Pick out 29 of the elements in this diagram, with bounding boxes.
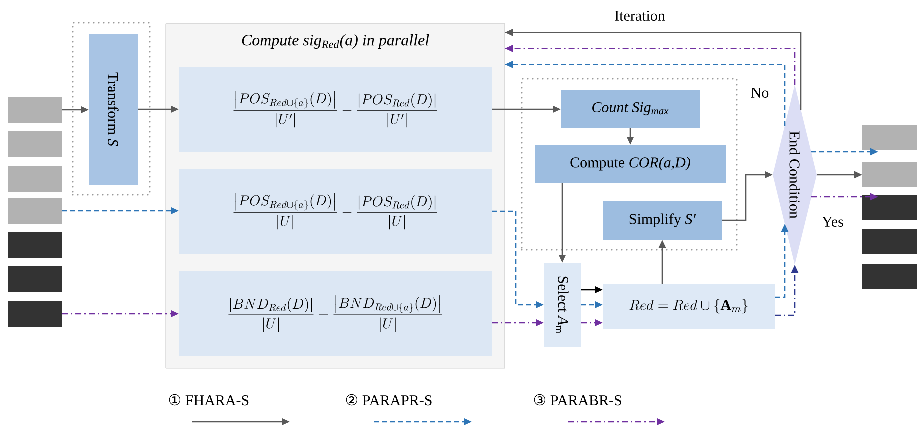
formula-box: $\frac{\left|POS_{Red\cup\{a\}}(D)\right|}{\left|U\right|}-\frac{\left|POS_{Red}(D)\right|}{\left|U\right|}$: [179, 169, 492, 254]
data-bar: [8, 266, 62, 292]
data-bar: [862, 126, 918, 150]
data-bar: [8, 166, 62, 192]
data-bar: [862, 264, 918, 290]
dotted-frame: [521, 78, 738, 251]
data-bar: [8, 198, 62, 224]
formula-box: $\frac{\left|BND_{Red}(D)\right|}{\left|U\right|}-\frac{\left|BND_{Red\cup\{a\}}(D)\right|}{\left|U\right|}$: [179, 272, 492, 356]
edge-label: Iteration: [614, 10, 666, 22]
legend-label: ③ PARABR-S: [534, 394, 622, 406]
process-box: Count Sig$_{max}$: [561, 90, 700, 128]
dotted-frame: [72, 22, 151, 196]
data-bar: [862, 196, 918, 220]
data-bar: [862, 162, 918, 188]
branch-label: Yes: [822, 217, 844, 227]
data-bar: [8, 97, 62, 123]
data-bar: [862, 230, 918, 254]
data-bar: [8, 232, 62, 258]
process-box: Simplify S': [603, 201, 722, 240]
data-bar: [8, 131, 62, 157]
legend-label: ② PARAPR-S: [346, 394, 432, 406]
process-box: Transform S: [89, 34, 138, 185]
process-box: Compute COR(a,D): [535, 145, 726, 183]
legend-label: ① FHARA-S: [169, 394, 249, 406]
formula-box: $\frac{\left|POS_{Red\cup\{a\}}(D)\right|}{\left|U'\right|}-\frac{\left|POS_{Red}(D)\right|}{\left|U'\right|}$: [179, 67, 492, 152]
branch-label: No: [751, 88, 769, 98]
data-bar: [8, 301, 62, 327]
process-box: Select A$_{m}$: [544, 263, 581, 347]
process-box: $Red=Red\cup\{\mathbf{A}_{m}\}$: [603, 284, 775, 329]
